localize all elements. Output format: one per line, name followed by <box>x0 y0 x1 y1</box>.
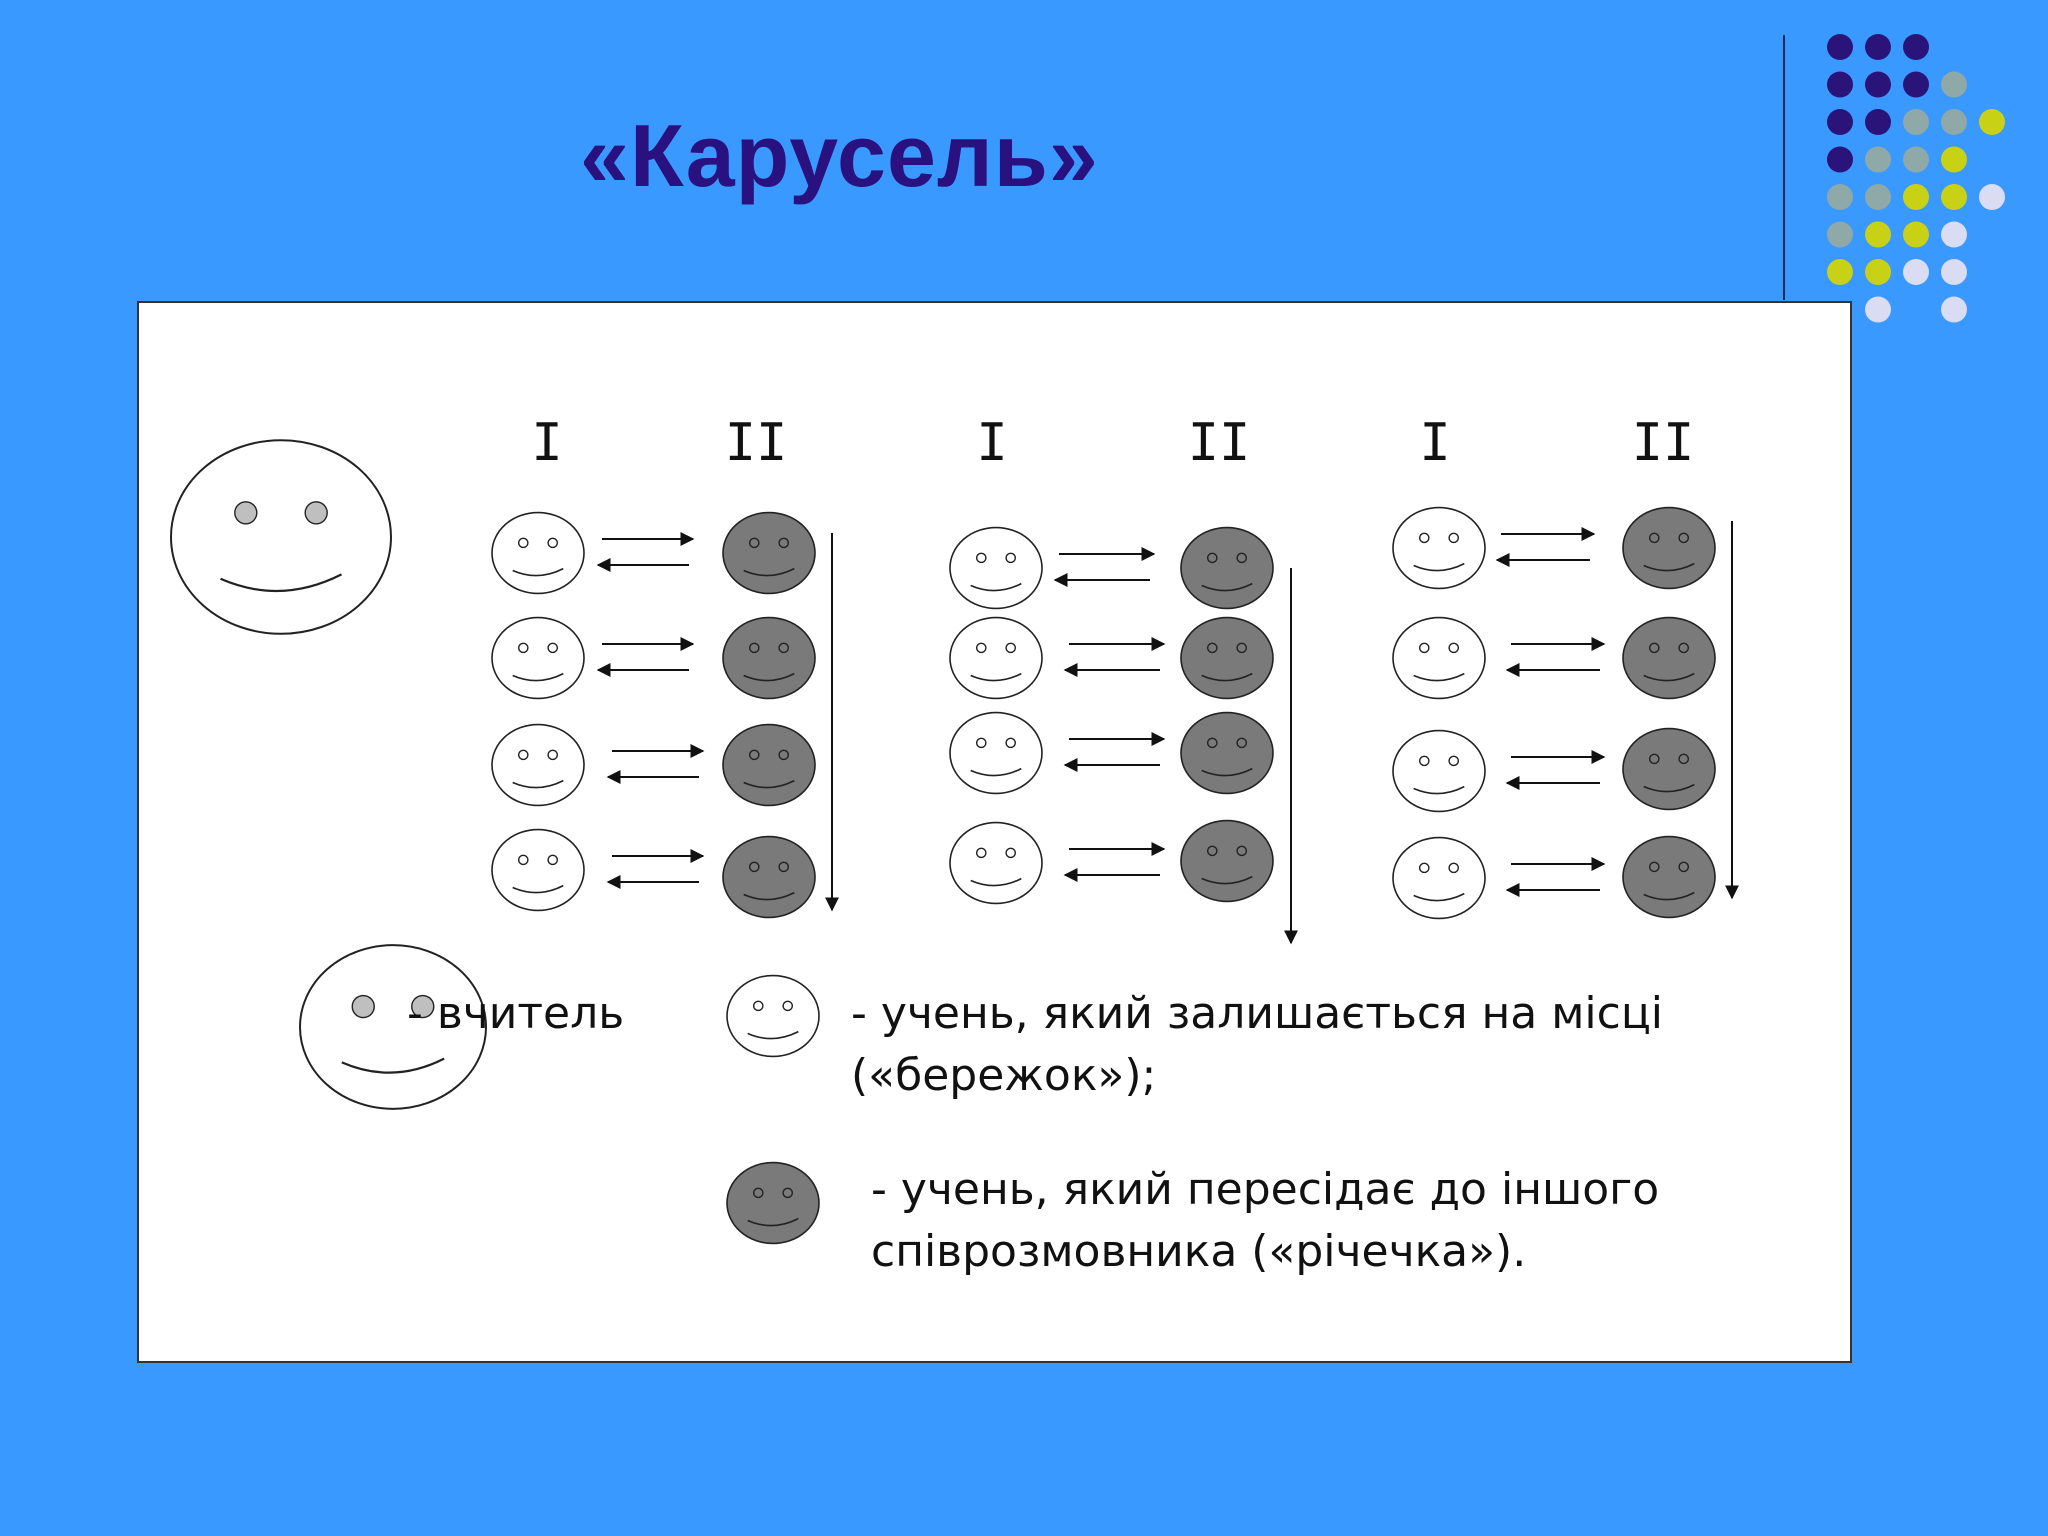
decorative-dot <box>1903 184 1929 210</box>
student-stays-icon <box>949 616 1043 700</box>
decorative-dot-grid <box>1827 34 2005 323</box>
decorative-dot <box>1979 184 2005 210</box>
student-stays-icon <box>1392 616 1486 700</box>
column-1-label-i: I <box>531 413 563 473</box>
decorative-dot <box>1865 184 1891 210</box>
decorative-dot <box>1903 221 1929 248</box>
decorative-dot <box>1941 146 1967 173</box>
student-stays-icon <box>1392 836 1486 920</box>
student-moves-icon <box>722 723 816 807</box>
student-stays-icon <box>949 821 1043 905</box>
decorative-dot <box>1865 109 1891 135</box>
student-stays-icon <box>949 526 1043 610</box>
decorative-dot <box>1827 221 1853 248</box>
decorative-dot <box>1903 71 1929 98</box>
legend-moves-face-icon <box>726 1161 820 1245</box>
student-moves-icon <box>722 616 816 700</box>
carousel-diagram <box>170 439 1739 1245</box>
decorative-dot <box>1827 259 1853 285</box>
decorative-vertical-line <box>1783 35 1785 300</box>
legend-stays-line2: («бережок»); <box>851 1050 1157 1101</box>
decorative-dot <box>1941 71 1967 98</box>
student-moves-icon <box>722 511 816 595</box>
decorative-dot <box>1941 259 1967 285</box>
student-moves-icon <box>1180 819 1274 903</box>
student-stays-icon <box>491 828 585 912</box>
column-3-label-ii: II <box>1631 413 1695 473</box>
student-moves-icon <box>1180 711 1274 795</box>
student-moves-icon <box>722 835 816 919</box>
student-stays-icon <box>491 723 585 807</box>
student-moves-icon <box>1180 526 1274 610</box>
student-stays-icon <box>949 711 1043 795</box>
decorative-dot <box>1865 146 1891 173</box>
legend-moves-line2: співрозмовника («річечка»). <box>871 1226 1527 1277</box>
legend-teacher-face-icon <box>299 944 487 1110</box>
student-moves-icon <box>1180 616 1274 700</box>
decorative-dot <box>1827 146 1853 173</box>
column-2-label-ii: II <box>1187 413 1251 473</box>
student-stays-icon <box>1392 506 1486 590</box>
student-stays-icon <box>491 616 585 700</box>
decorative-dot <box>1941 296 1967 323</box>
legend-stays-line1: - учень, який залишається на місці <box>851 988 1664 1039</box>
column-1-label-ii: II <box>724 413 788 473</box>
decorative-dot <box>1903 109 1929 135</box>
legend-moves-line1: - учень, який пересідає до іншого <box>871 1164 1660 1215</box>
decorative-dot <box>1941 184 1967 210</box>
legend-teacher-text: - вчитель <box>407 988 625 1039</box>
decorative-dot <box>1903 34 1929 60</box>
student-moves-icon <box>1622 506 1716 590</box>
column-3-label-i: I <box>1419 413 1451 473</box>
legend-stays-face-icon <box>726 974 820 1058</box>
student-moves-icon <box>1622 727 1716 811</box>
decorative-dot <box>1865 259 1891 285</box>
decorative-dot <box>1903 146 1929 173</box>
decorative-dot <box>1903 259 1929 285</box>
student-stays-icon <box>491 511 585 595</box>
decorative-dot <box>1865 71 1891 98</box>
decorative-dot <box>1827 109 1853 135</box>
teacher-face-icon <box>170 439 392 635</box>
decorative-dot <box>1865 296 1891 323</box>
decorative-dot <box>1827 71 1853 98</box>
decorative-dot <box>1865 221 1891 248</box>
student-moves-icon <box>1622 616 1716 700</box>
slide-title: «Карусель» <box>580 106 1099 205</box>
decorative-dot <box>1827 34 1853 60</box>
diagram-panel: I II I II I II - вчитель - учень, який з… <box>137 301 1852 1363</box>
student-stays-icon <box>1392 729 1486 813</box>
column-2-label-i: I <box>976 413 1008 473</box>
decorative-dot <box>1865 34 1891 60</box>
student-moves-icon <box>1622 835 1716 919</box>
decorative-dot <box>1941 109 1967 135</box>
decorative-dot <box>1979 109 2005 135</box>
decorative-dot <box>1827 184 1853 210</box>
decorative-dot <box>1941 221 1967 248</box>
